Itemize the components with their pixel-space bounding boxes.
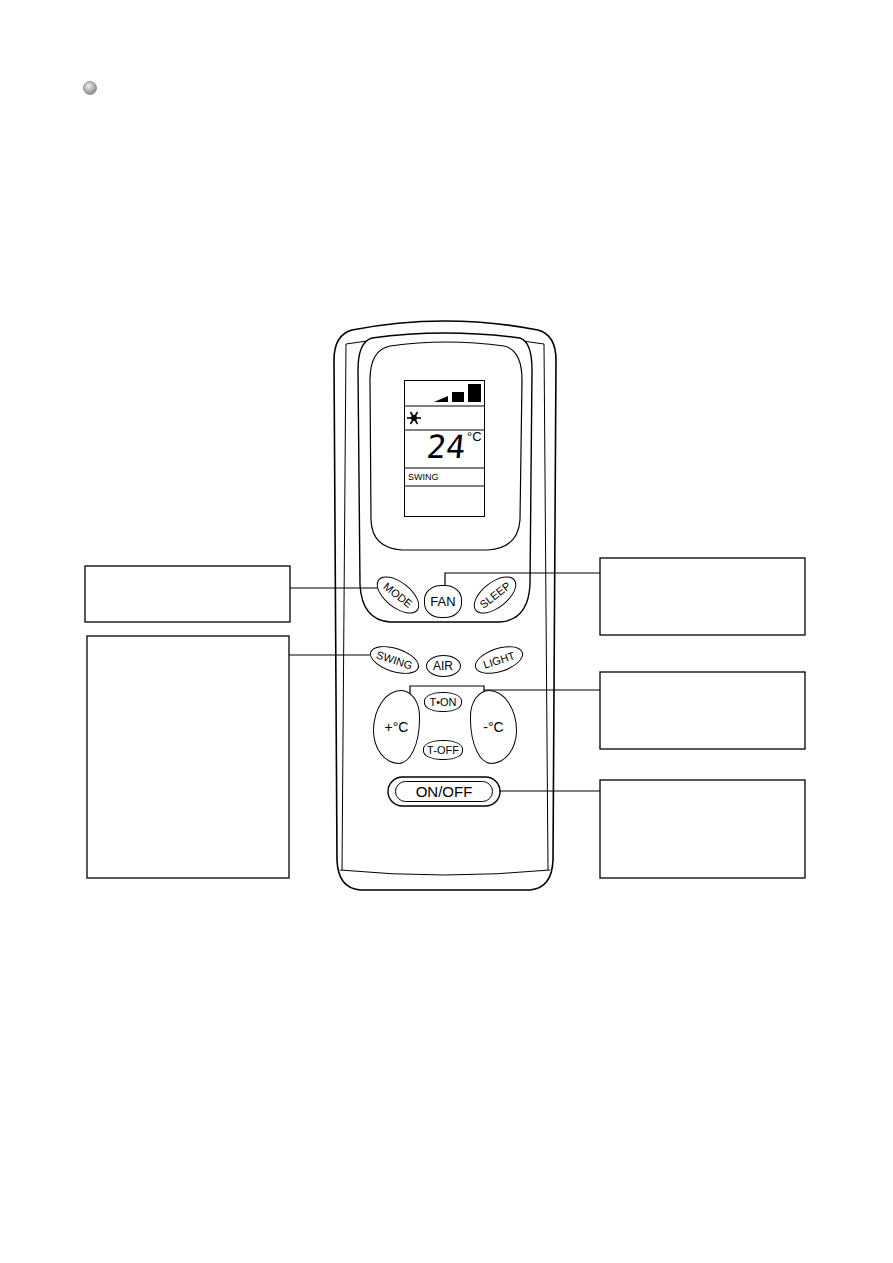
snowflake-icon bbox=[407, 412, 421, 424]
button-label: ON/OFF bbox=[416, 784, 473, 799]
remote-body bbox=[334, 321, 556, 890]
air-button: AIR bbox=[426, 655, 461, 677]
lcd-text: °C bbox=[467, 430, 482, 443]
lcd-screen: 24°C SWING bbox=[404, 380, 485, 517]
button-label: T-OFF bbox=[427, 745, 459, 756]
leader-lines bbox=[289, 573, 600, 791]
button-label: LIGHT bbox=[482, 650, 516, 670]
screen-bezel bbox=[370, 342, 522, 550]
fan-button: FAN bbox=[424, 585, 462, 618]
lcd-text: SWING bbox=[408, 473, 439, 482]
power-button: ON/OFF bbox=[395, 781, 493, 802]
button-label: AIR bbox=[433, 660, 453, 672]
button-label: T•ON bbox=[429, 697, 456, 708]
button-label: FAN bbox=[430, 595, 455, 608]
lcd-text: 24 bbox=[425, 431, 467, 463]
button-label: +°C bbox=[385, 720, 409, 734]
button-label: -°C bbox=[483, 720, 503, 734]
callout-boxes bbox=[85, 558, 805, 878]
power-button-rim bbox=[388, 777, 500, 806]
bullet-dot bbox=[84, 82, 97, 95]
timer-off-button: T-OFF bbox=[423, 740, 463, 760]
timer-on-button: T•ON bbox=[424, 692, 462, 712]
